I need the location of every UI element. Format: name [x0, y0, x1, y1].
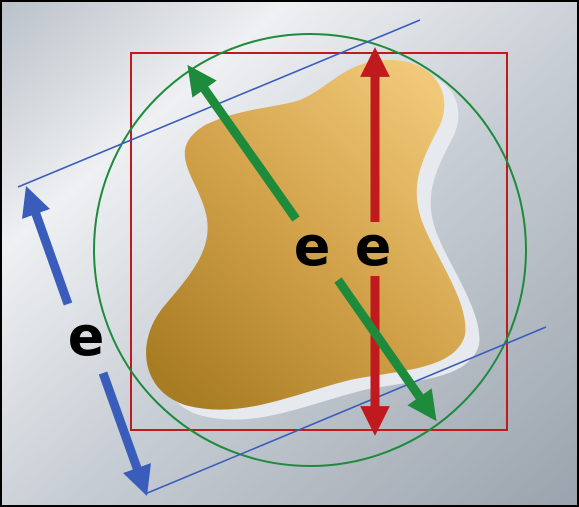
lower-parallel-line — [144, 326, 547, 495]
irregular-particle-shape — [146, 60, 466, 410]
circle-diameter-arrow-upper — [187, 64, 300, 222]
bounding-square — [130, 52, 508, 431]
parallel-distance-arrow-lower — [98, 371, 151, 496]
circle-diameter-label: e — [294, 215, 331, 278]
square-height-label: e — [355, 215, 392, 278]
circle-diameter-arrow-lower — [334, 277, 437, 422]
circumscribed-circle — [93, 33, 527, 467]
parallel-distance-arrow-upper — [21, 186, 73, 306]
parallel-distance-label: e — [68, 305, 105, 368]
